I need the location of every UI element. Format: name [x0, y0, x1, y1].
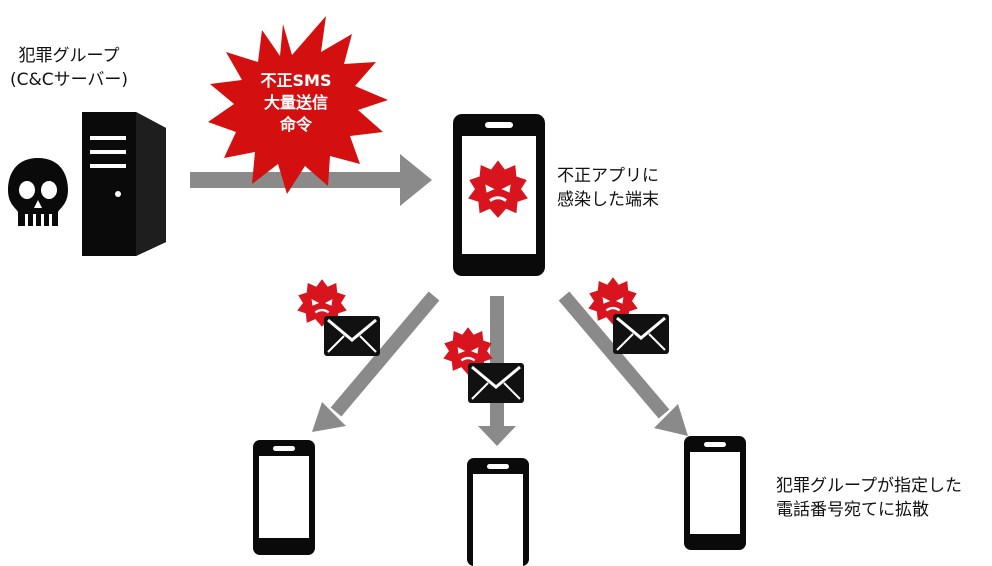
- command-line3: 命令: [279, 115, 312, 134]
- spread-arrow-right: [558, 291, 688, 436]
- targets-label-line1: 犯罪グループが指定した: [776, 476, 962, 496]
- targets-label: 犯罪グループが指定した 電話番号宛てに拡散: [776, 474, 962, 522]
- infected-smartphone-icon: [453, 114, 545, 276]
- infected-device-label-line1: 不正アプリに: [557, 166, 659, 186]
- command-line2: 大量送信: [263, 93, 328, 112]
- target-smartphone-icon: [253, 440, 315, 555]
- malicious-sms-center: [442, 326, 526, 405]
- malicious-sms-left: [296, 278, 382, 358]
- command-burst-icon: [208, 16, 388, 194]
- attacker-label: 犯罪グループ (C&Cサーバー): [4, 44, 134, 92]
- envelope-icon: [466, 361, 526, 405]
- envelope-icon: [322, 314, 382, 358]
- server-icon: [82, 112, 166, 256]
- attacker-label-line2: (C&Cサーバー): [9, 70, 129, 90]
- skull-icon: [8, 158, 68, 226]
- target-smartphone-icon: [684, 436, 746, 550]
- spread-arrow-left: [312, 291, 440, 432]
- attacker-label-line1: 犯罪グループ: [18, 46, 120, 66]
- command-line1: 不正SMS: [260, 71, 332, 90]
- targets-label-line2: 電話番号宛てに拡散: [776, 500, 929, 520]
- command-burst-label: 不正SMS 大量送信 命令: [248, 70, 344, 136]
- envelope-icon: [611, 312, 671, 356]
- infected-device-label-line2: 感染した端末: [557, 190, 659, 210]
- target-smartphone-icon: [467, 458, 529, 566]
- infected-device-label: 不正アプリに 感染した端末: [557, 164, 659, 212]
